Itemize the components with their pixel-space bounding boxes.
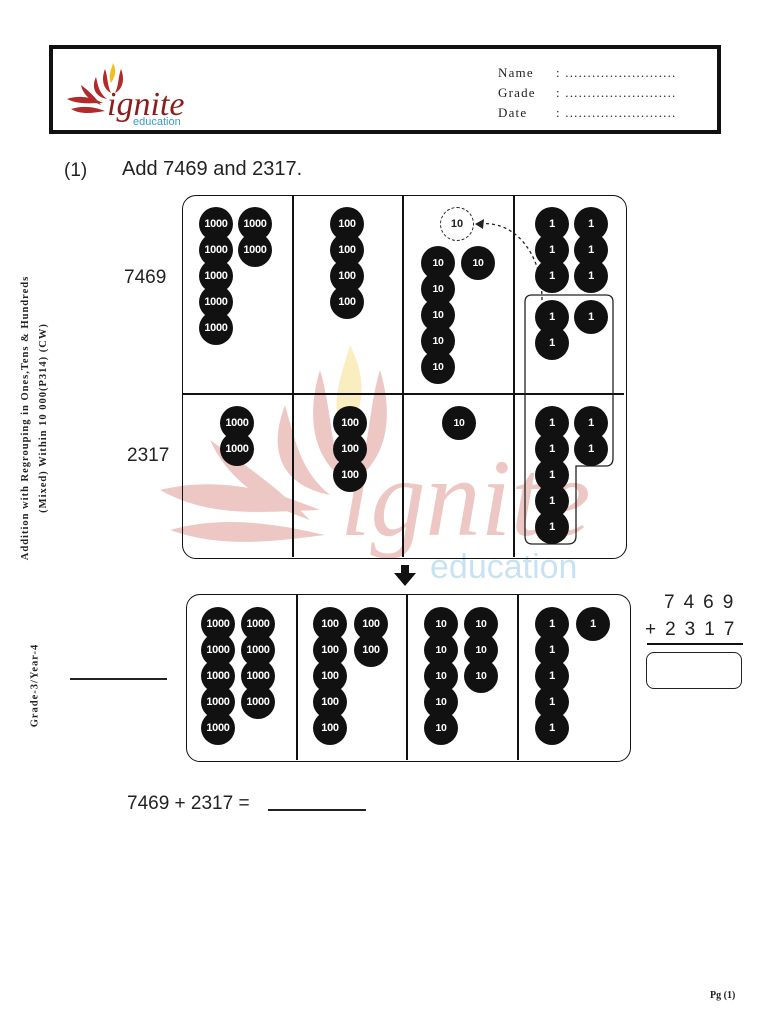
one-disc: 1: [535, 300, 569, 334]
one-disc: 1: [535, 259, 569, 293]
date-field[interactable]: Date: .........................: [498, 105, 677, 120]
thousand-disc: 1000: [201, 711, 235, 745]
hundred-disc: 100: [330, 285, 364, 319]
question-number: (1): [64, 160, 88, 181]
ten-disc: 10: [461, 246, 495, 280]
thousand-disc: 1000: [238, 233, 272, 267]
student-info-fields: Name: ......................... Grade: .…: [498, 63, 677, 123]
hundred-disc: 100: [354, 633, 388, 667]
side-title: Addition with Regrouping in Ones,Tens & …: [20, 275, 49, 561]
svg-text:ignite: ignite: [107, 86, 184, 123]
thousand-disc: 1000: [201, 685, 235, 719]
grade-side-label: Grade-3/Year-4: [29, 643, 41, 728]
sum-answer-blank[interactable]: [70, 678, 167, 680]
equation-answer-blank[interactable]: [268, 809, 366, 811]
page-number: Pg (1): [710, 990, 736, 1001]
one-disc: 1: [576, 607, 610, 641]
hundred-disc: 100: [333, 458, 367, 492]
one-disc: 1: [535, 510, 569, 544]
ignite-logo: ignite education: [67, 63, 184, 128]
thousand-disc: 1000: [199, 311, 233, 345]
thousand-disc: 1000: [241, 685, 275, 719]
hundred-disc: 100: [313, 711, 347, 745]
ones-regroup-outline: [524, 294, 614, 545]
regroup-arrow: [475, 219, 543, 301]
divider: [517, 595, 519, 760]
top-number-label: 7469: [124, 267, 167, 288]
divider: [296, 595, 298, 760]
one-disc: 1: [574, 300, 608, 334]
ten-disc: 10: [421, 350, 455, 384]
one-disc: 1: [574, 259, 608, 293]
hundred-disc: 100: [354, 607, 388, 641]
thousand-disc: 1000: [220, 406, 254, 440]
grade-field[interactable]: Grade: .........................: [498, 85, 677, 100]
divider: [406, 595, 408, 760]
worksheet-header: ignite education Name: .................…: [49, 45, 721, 134]
column-top-number: 7469: [664, 592, 743, 613]
ten-disc: 10: [464, 659, 498, 693]
equation-text: 7469 + 2317 =: [127, 793, 250, 814]
thousand-disc: 1000: [199, 207, 233, 241]
column-bottom-number: +2317: [645, 619, 744, 640]
ten-disc: 10: [442, 406, 476, 440]
divider: [402, 196, 404, 557]
column-sum-line: [647, 643, 743, 645]
one-disc: 1: [535, 326, 569, 360]
divider: [183, 393, 624, 395]
hundred-disc: 100: [313, 607, 347, 641]
down-arrow-icon: [394, 565, 416, 586]
thousand-disc: 1000: [220, 432, 254, 466]
thousand-disc: 1000: [238, 207, 272, 241]
one-disc: 1: [574, 432, 608, 466]
svg-text:education: education: [133, 116, 181, 128]
place-value-chart-addends: [182, 195, 627, 559]
thousand-disc: 1000: [241, 633, 275, 667]
thousand-disc: 1000: [241, 607, 275, 641]
place-value-chart-sum: [186, 594, 631, 762]
divider: [513, 196, 515, 557]
divider: [292, 196, 294, 557]
regrouped-ten-disc: 10: [440, 207, 474, 241]
one-disc: 1: [535, 711, 569, 745]
column-answer-box[interactable]: [646, 652, 742, 689]
ten-disc: 10: [424, 711, 458, 745]
bottom-number-label: 2317: [127, 445, 170, 466]
svg-text:education: education: [430, 548, 577, 586]
question-text: Add 7469 and 2317.: [122, 158, 303, 180]
name-field[interactable]: Name: .........................: [498, 65, 677, 80]
